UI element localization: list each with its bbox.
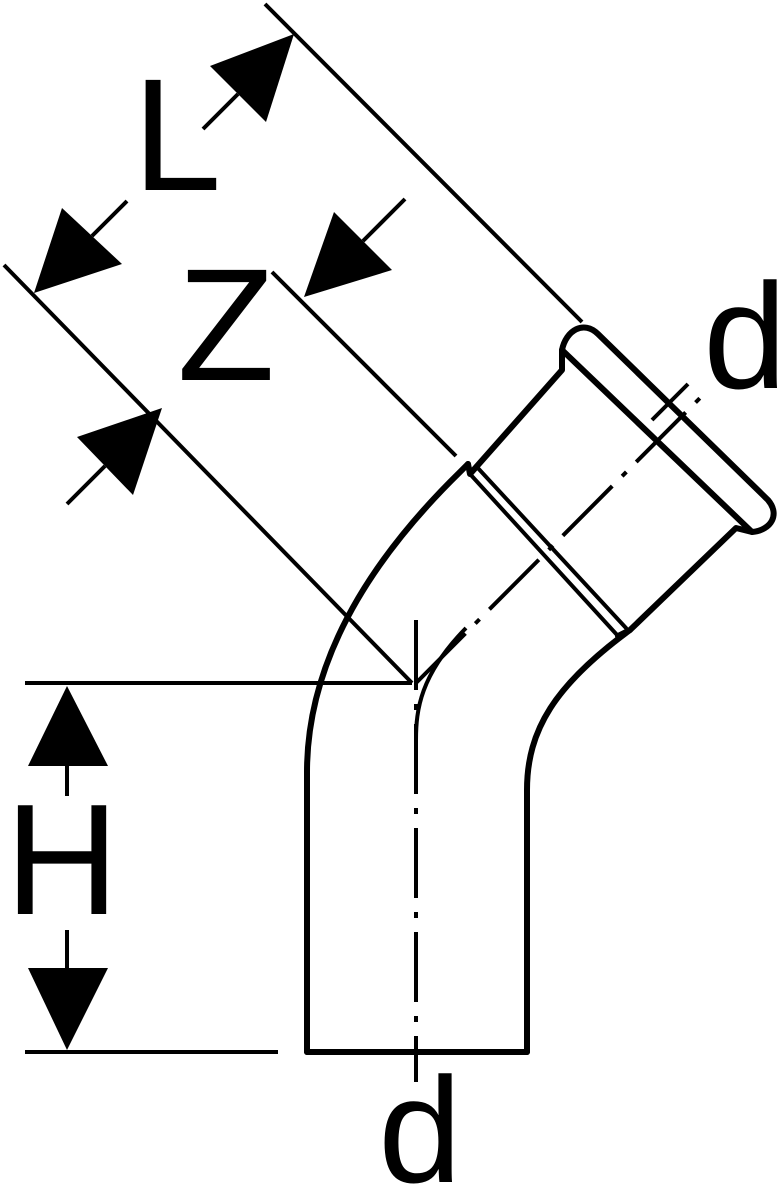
- dimension-h: [25, 681, 412, 1054]
- pipe-outer-wall: [304, 461, 471, 1055]
- l-extension-line-outer: [263, 2, 584, 324]
- center-line-bend-arc: [414, 626, 468, 741]
- z-dimension-line-inner: [65, 464, 107, 506]
- l-dimension-line-outer: [201, 92, 240, 131]
- center-lines: [414, 388, 710, 1082]
- pipe-body: [304, 324, 777, 1055]
- h-arrow-up: [28, 686, 108, 766]
- h-arrow-down: [28, 968, 108, 1050]
- dimension-l: [2, 2, 584, 685]
- d-marker-top: [650, 382, 690, 422]
- center-line-diagonal: [414, 388, 710, 685]
- socket-ridge-line-1: [468, 472, 620, 638]
- l-dimension-line-inner: [90, 199, 129, 238]
- z-arrow-outer: [304, 212, 392, 297]
- l-arrow-outer: [210, 34, 294, 122]
- z-extension-line-outer: [270, 270, 458, 458]
- label-l: L: [133, 45, 222, 224]
- z-dimension-line-outer: [361, 197, 407, 243]
- z-arrow-inner: [77, 408, 162, 495]
- pipe-inner-wall: [524, 627, 633, 1055]
- label-z: Z: [177, 235, 275, 414]
- diameter-markers: [414, 382, 690, 1082]
- label-d-bottom: d: [378, 1046, 461, 1191]
- label-h: H: [5, 772, 119, 948]
- l-arrow-inner: [34, 208, 122, 293]
- dimension-z: [65, 197, 458, 506]
- label-d-top: d: [703, 252, 782, 420]
- l-extension-line-inner: [2, 263, 414, 685]
